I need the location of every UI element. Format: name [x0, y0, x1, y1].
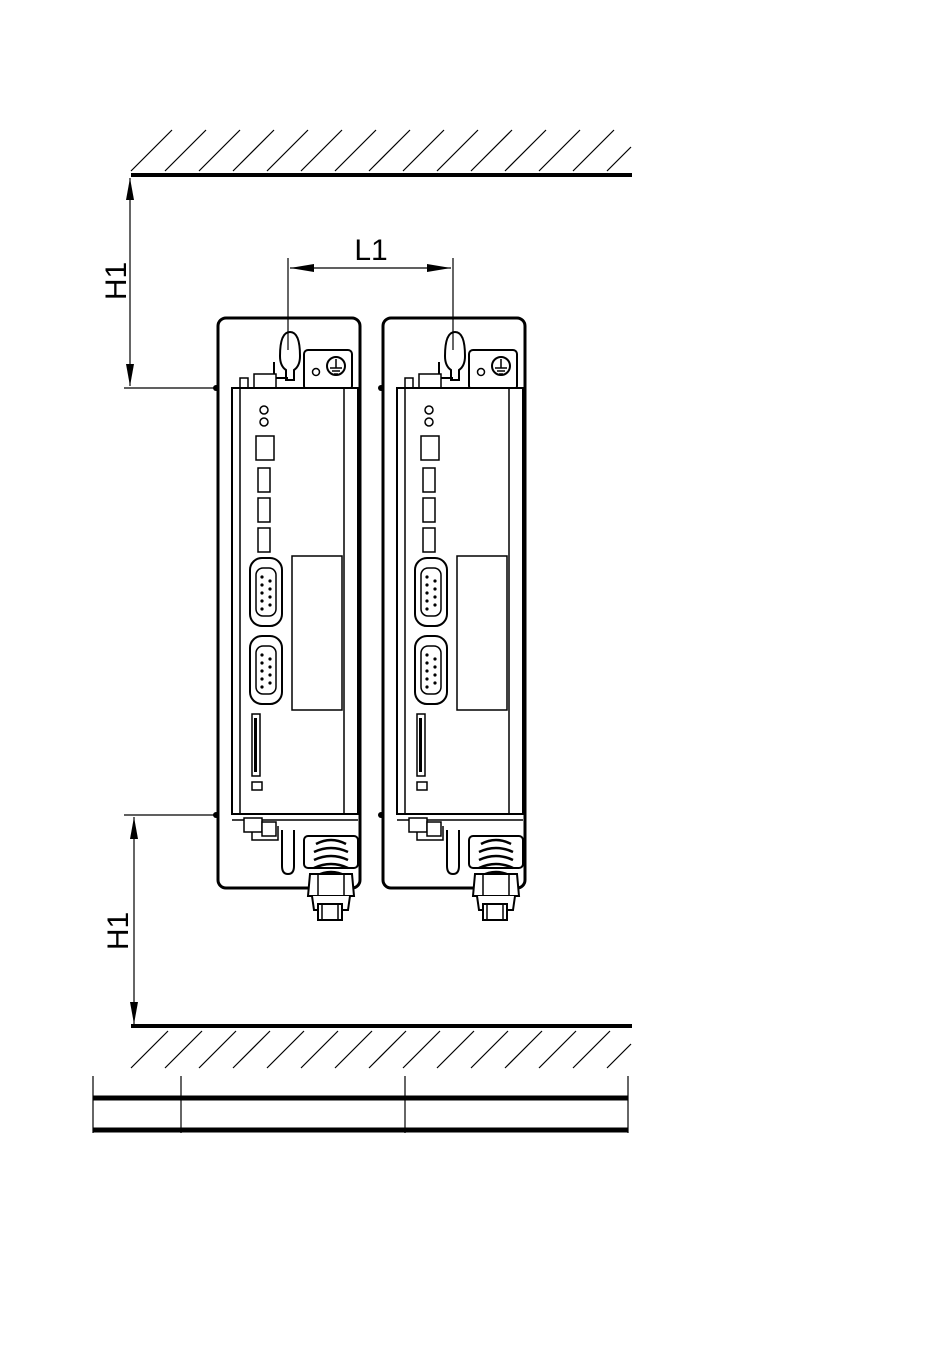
top-wall: [131, 130, 632, 175]
top-h1-label: H1: [100, 262, 133, 300]
bottom-h1-label: H1: [102, 912, 135, 950]
drive-right: [383, 318, 525, 920]
bottom-wall: [131, 1026, 632, 1068]
l1-label: L1: [354, 234, 387, 267]
drive-left: [218, 318, 360, 920]
spec-table: [93, 1076, 628, 1133]
